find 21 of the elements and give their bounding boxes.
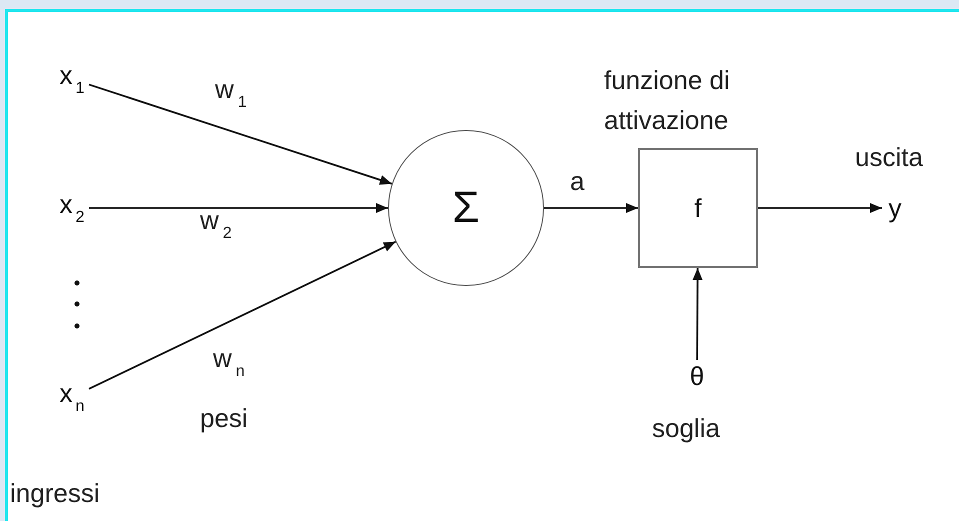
node-caption: uscita [855,144,923,170]
input-variable: x$_{1}$ [55,60,89,98]
function-symbol: f [694,195,702,221]
node-caption: soglia [652,415,720,441]
arrow [88,84,392,185]
weights-label: pesi [200,405,248,431]
edge-label: w$_{2}$ [200,207,232,241]
arrow [758,203,882,213]
edge-label: a [570,168,584,194]
threshold-symbol: θ [684,360,710,392]
arrow [692,268,703,360]
inputs-label: ingressi [10,480,100,506]
edge-label: w$_{n}$ [213,345,245,379]
function-heading: funzione di attivazione [604,64,731,137]
input-variable: x$_{n}$ [55,378,89,416]
arrow [544,203,638,213]
arrow [88,240,396,390]
arrow [89,203,388,213]
edge-label: w$_{1}$ [215,76,247,110]
output-variable: y [882,192,908,224]
input-variable: x$_{2}$ [55,189,89,227]
